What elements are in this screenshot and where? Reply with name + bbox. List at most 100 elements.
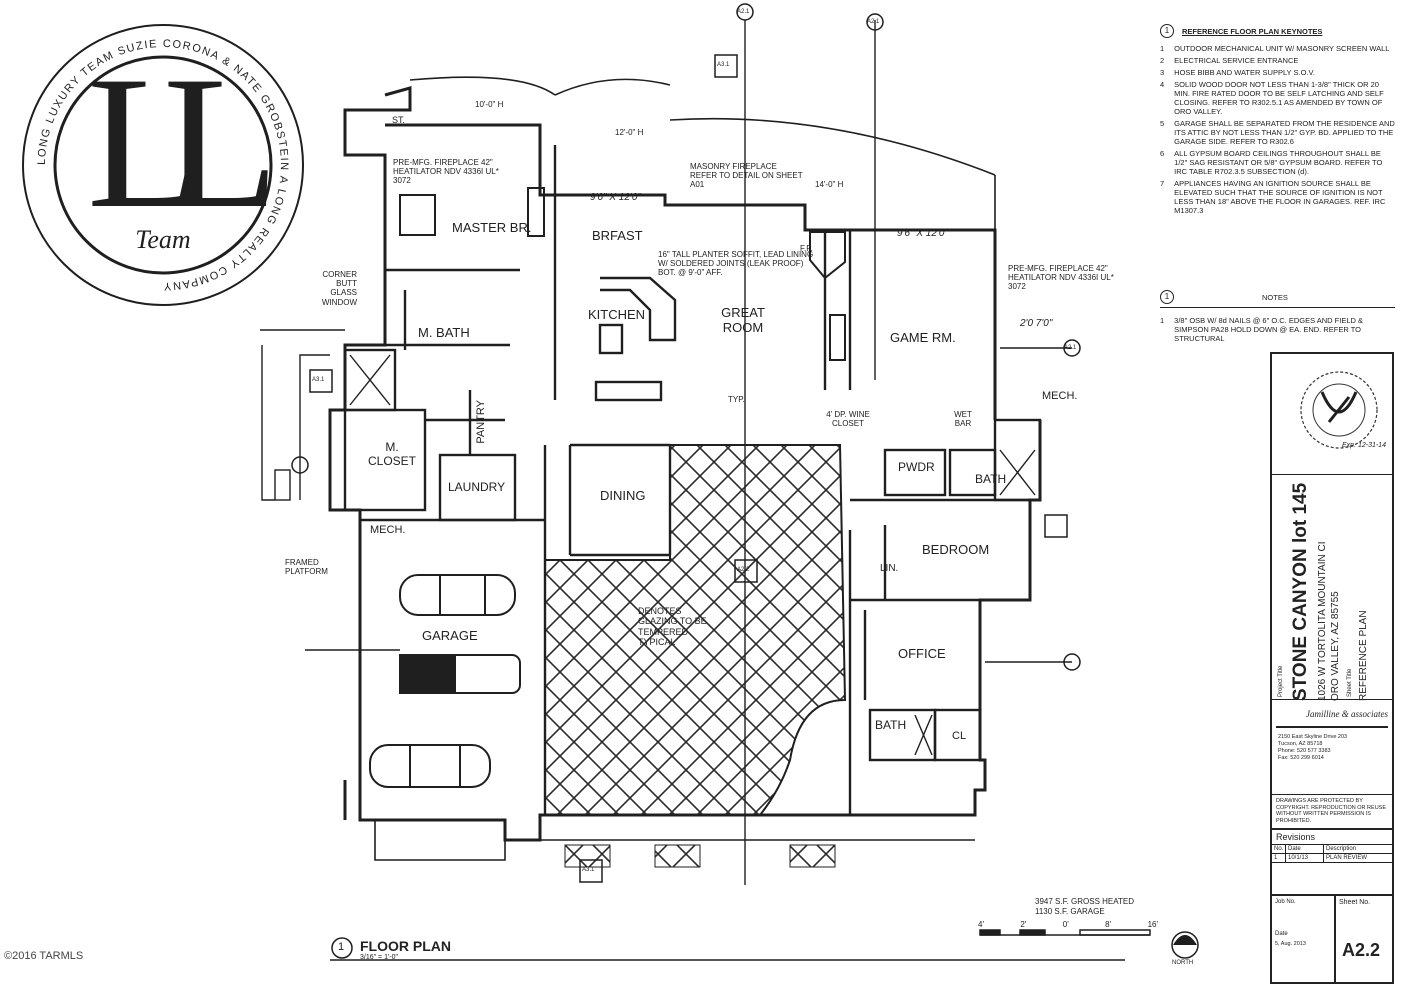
rev-col-no: No.	[1272, 845, 1286, 853]
scale-mark: 2'	[1020, 920, 1027, 929]
notes-header: 1 NOTES	[1160, 290, 1395, 308]
rev-desc: PLAN REVIEW	[1326, 855, 1368, 861]
keynote-number: 3	[1160, 68, 1165, 77]
project-address-1: 1026 W TORTOLITA MOUNTAIN CI	[1317, 541, 1328, 701]
keynote-item: 5 GARAGE SHALL BE SEPARATED FROM THE RESI…	[1160, 119, 1395, 146]
firm-phone: Phone: 520 577 3383	[1278, 747, 1331, 754]
keynote-number: 4	[1160, 80, 1165, 89]
keynote-text: APPLIANCES HAVING AN IGNITION SOURCE SHA…	[1174, 179, 1386, 215]
notes-marker: 1	[1160, 290, 1174, 304]
sheet-title: REFERENCE PLAN	[1358, 610, 1369, 701]
floor-plan-scale: 3/16" = 1'-0"	[360, 954, 399, 961]
keynote-number: 1	[1160, 44, 1165, 53]
job-no-label: Job No.	[1275, 899, 1296, 905]
firm-logo: Jamilline & associates	[1276, 704, 1388, 728]
copyright-watermark: ©2016 TARMLS	[4, 950, 84, 962]
rev-col-desc: Description	[1326, 846, 1357, 852]
scale-bar	[979, 929, 1151, 936]
stamp-date: Exp. 12-31-14	[1342, 442, 1386, 449]
title-block: Exp. 12-31-14 Project Title STONE CANYON…	[1270, 352, 1394, 984]
keynote-item: 4 SOLID WOOD DOOR NOT LESS THAN 1-3/8" TH…	[1160, 80, 1395, 116]
keynotes-header: 1 REFERENCE FLOOR PLAN KEYNOTES	[1160, 24, 1395, 38]
project-title-label: Project Title	[1278, 665, 1284, 697]
logo-team: Team	[135, 225, 191, 254]
firm-block: Jamilline & associates 2150 East Skyline…	[1272, 699, 1392, 795]
shower-x-marks	[349, 354, 1036, 756]
notes-title: NOTES	[1262, 292, 1288, 302]
logo-monogram: LL	[86, 38, 279, 248]
sheet-no: A2.2	[1342, 940, 1381, 960]
north-arrow	[1171, 931, 1199, 959]
date-label: Date	[1275, 931, 1288, 937]
keynote-item: 7 APPLIANCES HAVING AN IGNITION SOURCE SH…	[1160, 179, 1395, 215]
firm-fax: Fax: 520 299 6014	[1278, 754, 1324, 761]
keynote-text: HOSE BIBB AND WATER SUPPLY S.O.V.	[1174, 68, 1315, 77]
keynote-item: 2 ELECTRICAL SERVICE ENTRANCE	[1160, 56, 1395, 65]
keynotes-title: REFERENCE FLOOR PLAN KEYNOTES	[1182, 26, 1323, 36]
keynote-number: 5	[1160, 119, 1165, 128]
keynotes-marker: 1	[1160, 24, 1174, 38]
logo-seal: LONG LUXURY TEAM SUZIE CORONA & NATE GRO…	[22, 24, 304, 306]
keynote-item: 6 ALL GYPSUM BOARD CEILINGS THROUGHOUT SH…	[1160, 149, 1395, 176]
garage-cars	[369, 574, 521, 788]
keynote-text: GARAGE SHALL BE SEPARATED FROM THE RESID…	[1174, 119, 1395, 146]
floor-plan-title: FLOOR PLAN	[360, 938, 451, 954]
tiled-courtyard	[544, 444, 847, 816]
section-markers	[291, 3, 1081, 883]
kitchen-island	[594, 276, 677, 402]
project-info: Project Title STONE CANYON lot 145 1026 …	[1272, 474, 1392, 705]
keynote-number: 7	[1160, 179, 1165, 188]
sheet-no-block: Sheet No. A2.2	[1336, 896, 1392, 984]
annotation-lines	[260, 20, 1072, 885]
rev-col-date: Date	[1286, 845, 1324, 853]
floor-plan-number: 1	[338, 941, 345, 953]
scale-mark: 4'	[978, 920, 984, 929]
job-date-block: Job No. Date 5, Aug. 2013	[1272, 896, 1336, 984]
project-title: STONE CANYON lot 145	[1290, 482, 1311, 701]
keynote-item: 1 OUTDOOR MECHANICAL UNIT W/ MASONRY SCRE…	[1160, 44, 1395, 53]
fireplaces	[399, 187, 846, 361]
rev-date: 10/1/13	[1286, 854, 1324, 862]
project-address-2: ORO VALLEY, AZ 85755	[1330, 591, 1341, 701]
revisions-header-row: No. Date Description	[1272, 845, 1392, 854]
sheet-no-label: Sheet No.	[1339, 899, 1371, 906]
interior-walls	[343, 145, 1042, 815]
keynote-item: 3 HOSE BIBB AND WATER SUPPLY S.O.V.	[1160, 68, 1395, 77]
keynote-number: 2	[1160, 56, 1165, 65]
keynote-text: ELECTRICAL SERVICE ENTRANCE	[1174, 56, 1299, 65]
scale-mark: 0'	[1062, 920, 1069, 929]
scale-labels: 4' 2' 0' 8' 16'	[978, 920, 1158, 929]
keynote-text: OUTDOOR MECHANICAL UNIT W/ MASONRY SCREE…	[1174, 44, 1390, 53]
engineer-stamp	[1284, 362, 1384, 462]
sheet-info: Job No. Date 5, Aug. 2013 Sheet No. A2.2	[1272, 894, 1392, 984]
floor-plan-areas: 3947 S.F. GROSS HEATED 1130 S.F. GARAGE	[1035, 897, 1134, 916]
keynote-number: 6	[1160, 149, 1165, 158]
revisions-title: Revisions	[1272, 830, 1392, 845]
logo: LONG LUXURY TEAM SUZIE CORONA & NATE GRO…	[18, 20, 308, 310]
keynotes-list: 1 OUTDOOR MECHANICAL UNIT W/ MASONRY SCRE…	[1160, 44, 1395, 215]
area-heated: 3947 S.F. GROSS HEATED	[1035, 897, 1134, 906]
rev-no: 1	[1272, 854, 1286, 862]
scale-mark: 8'	[1105, 920, 1112, 929]
revisions-block: Revisions No. Date Description 1 10/1/13…	[1272, 828, 1392, 890]
firm-address-2: Tucson, AZ 85718	[1278, 740, 1323, 747]
entry-step-right	[789, 844, 836, 868]
date-value: 5, Aug. 2013	[1275, 941, 1306, 947]
stamp-seal	[1300, 371, 1378, 449]
entry-step-mid	[654, 844, 701, 868]
copyright-note: DRAWINGS ARE PROTECTED BY COPYRIGHT. REP…	[1272, 794, 1392, 826]
firm-address-1: 2150 East Skyline Drive 203	[1278, 734, 1348, 740]
keynote-text: ALL GYPSUM BOARD CEILINGS THROUGHOUT SHA…	[1174, 149, 1383, 176]
note-number: 1	[1160, 316, 1165, 325]
scale-mark: 16'	[1147, 920, 1158, 929]
note-item: 1 3/8" OSB W/ 8d NAILS @ 6" O.C. EDGES AN…	[1160, 316, 1395, 343]
note-text: 3/8" OSB W/ 8d NAILS @ 6" O.C. EDGES AND…	[1174, 316, 1364, 343]
entry-step-left	[564, 844, 611, 868]
keynote-text: SOLID WOOD DOOR NOT LESS THAN 1-3/8" THI…	[1174, 80, 1384, 116]
sheet-title-label: Sheet Title	[1347, 668, 1353, 697]
area-garage: 1130 S.F. GARAGE	[1035, 906, 1105, 916]
north-label: NORTH	[1172, 960, 1194, 966]
